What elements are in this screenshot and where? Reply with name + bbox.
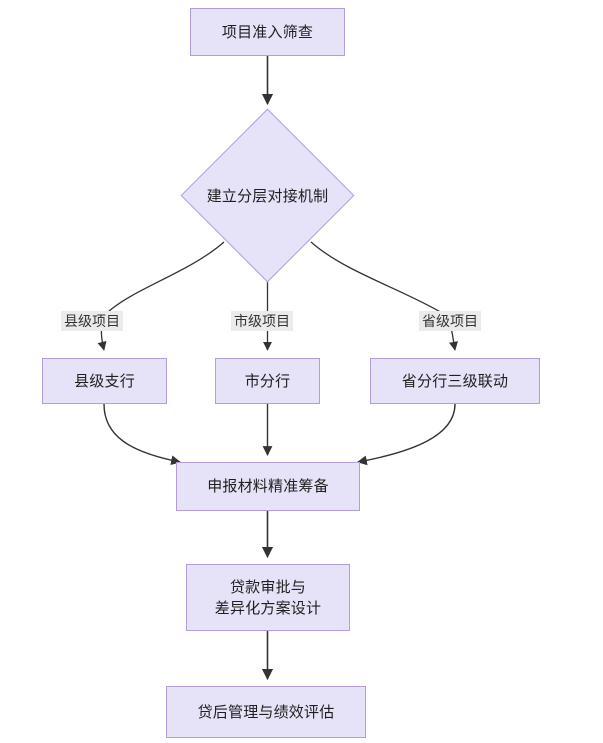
node-project-screening[interactable]: 项目准入筛查: [190, 8, 345, 56]
node-loan-approval-and-differentiated-plan[interactable]: 贷款审批与 差异化方案设计: [186, 564, 350, 631]
node-post-loan-management-and-evaluation[interactable]: 贷后管理与绩效评估: [166, 686, 366, 738]
edge-n3-n6: [103, 403, 181, 466]
edge-n5-n6: [357, 403, 456, 466]
edge-n2-n3: [97, 241, 225, 351]
edge-label-city: 市级项目: [231, 311, 293, 331]
edge-label-province: 省级项目: [419, 311, 481, 331]
node-tiered-docking-mechanism-label: 建立分层对接机制: [206, 187, 329, 205]
node-city-branch[interactable]: 市分行: [215, 358, 320, 404]
edge-n2-n5: [310, 241, 458, 351]
edge-label-county: 县级项目: [61, 311, 123, 331]
node-county-subbranch[interactable]: 县级支行: [42, 358, 167, 404]
node-application-material-preparation[interactable]: 申报材料精准筹备: [176, 462, 360, 511]
node-provincial-three-tier-linkage[interactable]: 省分行三级联动: [370, 358, 540, 404]
